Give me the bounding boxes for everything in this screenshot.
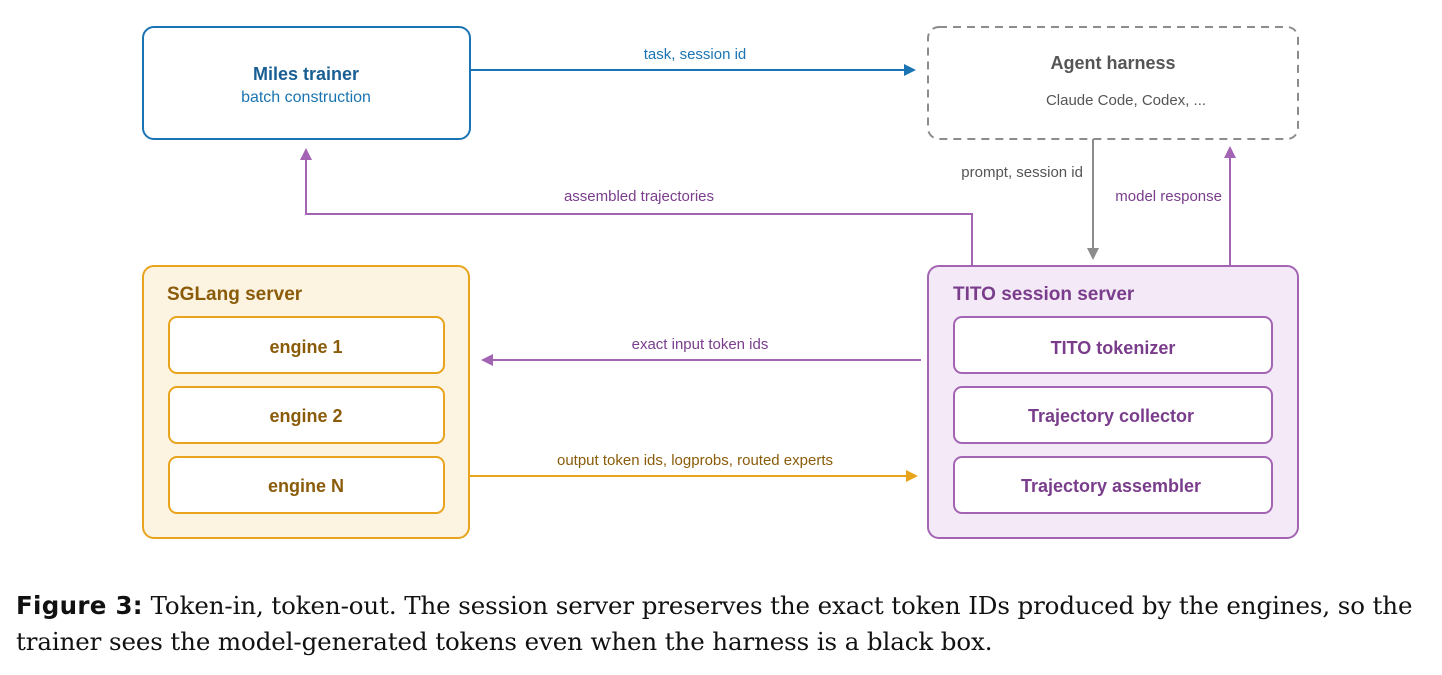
agent-harness-node: Agent harness Claude Code, Codex, ... [927, 26, 1299, 140]
miles-trainer-subtitle: batch construction [241, 89, 371, 106]
engine-box: engine 2 [168, 386, 445, 444]
miles-trainer-title: Miles trainer [253, 64, 359, 84]
edge-label-model-response: model response [1115, 188, 1222, 205]
miles-trainer-node: Miles trainer batch construction [142, 26, 471, 140]
tito-component-label: Trajectory collector [1028, 406, 1194, 426]
engine-label: engine 1 [269, 337, 342, 357]
edge-model-response: model response [1115, 146, 1236, 266]
tito-component-label: Trajectory assembler [1021, 476, 1201, 496]
edge-label-output-tokens: output token ids, logprobs, routed exper… [557, 452, 833, 469]
tito-component-label: TITO tokenizer [1051, 338, 1176, 358]
agent-harness-title: Agent harness [1050, 53, 1175, 73]
caption-text: Token-in, token-out. The session server … [16, 591, 1413, 656]
engine-label: engine N [268, 476, 344, 496]
edge-label-exact-input: exact input token ids [632, 336, 769, 353]
edge-label-task-session: task, session id [644, 46, 747, 63]
tito-component-box: Trajectory collector [953, 386, 1273, 444]
edge-label-prompt-session: prompt, session id [961, 164, 1083, 181]
edge-task-session: task, session id [470, 46, 916, 76]
tito-session-server-title: TITO session server [953, 284, 1135, 305]
edge-exact-input: exact input token ids [481, 336, 921, 366]
edge-output-tokens: output token ids, logprobs, routed exper… [469, 452, 918, 482]
figure-label: Figure 3: [16, 591, 143, 620]
figure-caption: Figure 3: Token-in, token-out. The sessi… [16, 588, 1431, 660]
engine-box: engine N [168, 456, 445, 514]
sglang-server-node: SGLang server engine 1 engine 2 engine N [142, 265, 470, 539]
edge-label-assembled-trajectories: assembled trajectories [564, 188, 714, 205]
edge-assembled-trajectories: assembled trajectories [300, 148, 973, 266]
tito-component-box: TITO tokenizer [953, 316, 1273, 374]
arrow-assembled-trajectories [300, 148, 973, 266]
architecture-diagram: Miles trainer batch construction Agent h… [142, 26, 1299, 539]
engine-label: engine 2 [269, 406, 342, 426]
agent-harness-subtitle: Claude Code, Codex, ... [1046, 92, 1206, 109]
sglang-server-title: SGLang server [167, 284, 303, 305]
edge-prompt-session: prompt, session id [961, 139, 1099, 260]
tito-session-server-node: TITO session server TITO tokenizer Traje… [927, 265, 1299, 539]
tito-component-box: Trajectory assembler [953, 456, 1273, 514]
engine-box: engine 1 [168, 316, 445, 374]
